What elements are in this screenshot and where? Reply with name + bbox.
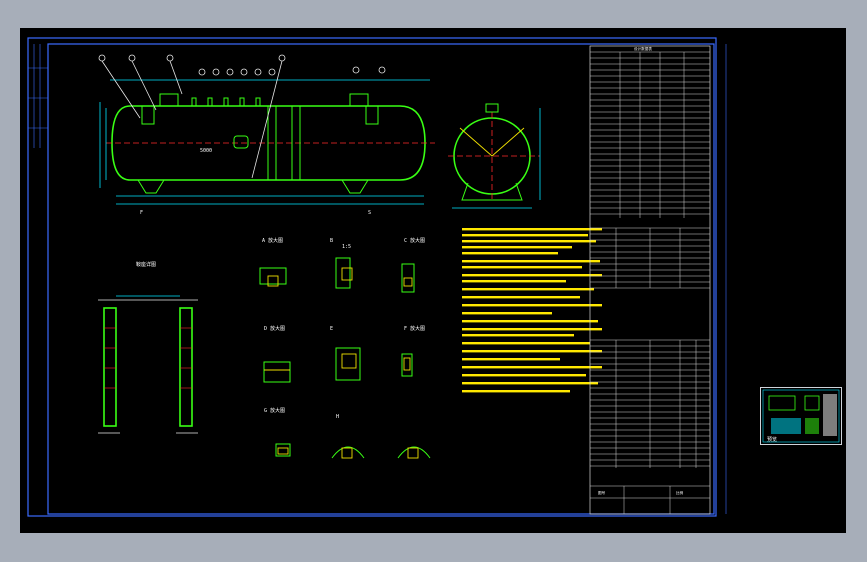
detail-views[interactable]: A 放大图 B C 放大图 D 放大图 E F 放大图 G 放大图 H 1:5	[259, 237, 431, 459]
cut-mark-s: S	[368, 210, 371, 216]
sheet-border	[27, 37, 717, 517]
svg-text:C 放大图: C 放大图	[404, 237, 425, 244]
drawing-number: 图号	[598, 490, 606, 495]
svg-text:1:5: 1:5	[342, 244, 351, 250]
vessel-end-view[interactable]	[448, 103, 541, 209]
svg-text:H: H	[336, 414, 339, 420]
svg-text:E: E	[330, 326, 333, 332]
layout-thumbnail[interactable]: 预览	[760, 387, 842, 445]
svg-text:D 放大图: D 放大图	[264, 325, 285, 332]
cad-drawing[interactable]: 5000 F S 鞍座详图	[20, 28, 846, 533]
title-block[interactable]: 设计数据表 图号 比例	[589, 45, 711, 515]
cut-mark-f: F	[140, 210, 143, 216]
svg-text:F 放大图: F 放大图	[404, 325, 425, 332]
sheet-inner-border	[47, 43, 715, 515]
svg-text:B: B	[330, 238, 333, 244]
title-block-header: 设计数据表	[634, 46, 652, 51]
svg-text:G 放大图: G 放大图	[264, 407, 285, 414]
vessel-elevation[interactable]: 5000 F S	[98, 54, 435, 216]
cad-viewport[interactable]: 5000 F S 鞍座详图	[20, 28, 846, 533]
support-detail[interactable]: 鞍座详图	[98, 261, 198, 434]
support-title: 鞍座详图	[136, 261, 156, 268]
scale-label: 比例	[676, 490, 684, 495]
svg-text:A 放大图: A 放大图	[262, 237, 283, 244]
technical-notes[interactable]	[462, 228, 602, 393]
main-dim-label: 5000	[200, 148, 212, 154]
thumbnail-label: 预览	[767, 436, 777, 443]
